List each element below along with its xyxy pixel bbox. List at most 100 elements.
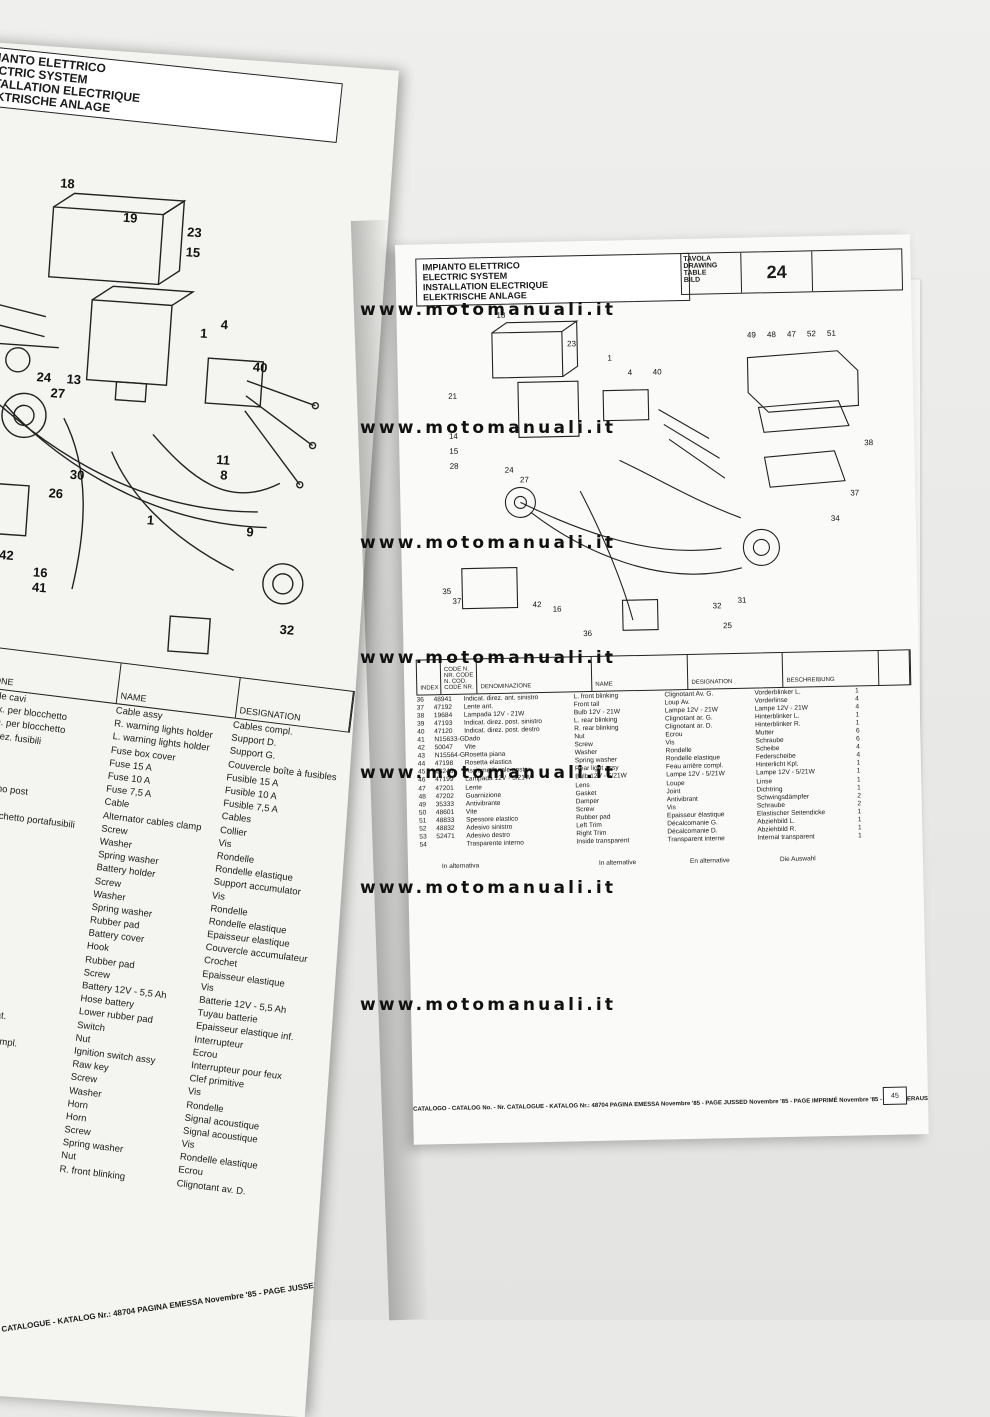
cell-code: 48833	[435, 816, 455, 825]
header-qty	[878, 650, 911, 685]
cell-qty: 1	[855, 719, 860, 727]
alt-it: In alternativa	[441, 862, 480, 870]
cell-designation: Transparent interne	[667, 835, 725, 844]
svg-text:25: 25	[723, 621, 733, 630]
cell-code: 47120	[434, 727, 453, 736]
alt-en: In alternative	[598, 858, 637, 867]
svg-text:1: 1	[607, 353, 612, 362]
svg-text:35: 35	[442, 587, 452, 596]
svg-text:15: 15	[449, 447, 459, 456]
svg-text:47: 47	[787, 330, 797, 339]
svg-text:26: 26	[48, 485, 63, 501]
svg-text:18: 18	[60, 175, 75, 191]
cell-index: 41	[417, 736, 425, 744]
right-page: IMPIANTO ELETTRICO ELECTRIC SYSTEM INSTA…	[395, 234, 929, 1145]
svg-text:34: 34	[831, 514, 841, 523]
cell-qty: 1	[857, 816, 862, 824]
cell-code: 47193	[433, 719, 453, 728]
cell-code: 50047	[434, 744, 453, 752]
svg-text:4: 4	[220, 317, 229, 333]
svg-text:52: 52	[807, 329, 817, 338]
watermark-text: www.motomanuali.it	[360, 763, 617, 783]
svg-text:24: 24	[36, 369, 52, 385]
cell-code: 48941	[433, 695, 452, 703]
svg-text:27: 27	[520, 475, 530, 484]
svg-text:23: 23	[567, 339, 577, 348]
cell-code: 52471	[436, 833, 455, 841]
cell-index: 38	[416, 712, 425, 720]
svg-text:37: 37	[452, 597, 462, 606]
cell-qty: 2	[857, 800, 862, 808]
cell-code: 47201	[435, 784, 454, 792]
cell-denominazione: Trasparente interno	[466, 839, 524, 848]
cell-qty: 1	[856, 767, 861, 775]
svg-text:14: 14	[449, 432, 459, 441]
svg-text:8: 8	[220, 467, 228, 482]
right-page-title: IMPIANTO ELETTRICO ELECTRIC SYSTEM INSTA…	[415, 252, 691, 307]
left-parts-table: DENOMINAZIONE NAME DESIGNATION Gruppo pr…	[0, 639, 355, 1204]
watermark-text: www.motomanuali.it	[360, 418, 617, 438]
svg-text:48: 48	[767, 330, 777, 339]
cell-code: 47202	[435, 792, 454, 800]
svg-text:16: 16	[33, 564, 48, 580]
cell-code: 48601	[435, 808, 455, 817]
watermark-text: www.motomanuali.it	[360, 878, 617, 898]
cell-index: 54	[419, 841, 427, 849]
cell-code: 19684	[433, 711, 453, 720]
cell-index: 43	[417, 752, 426, 760]
alternative-row: In alternativa In alternative En alterna…	[420, 853, 915, 870]
cell-qty: 4	[856, 743, 861, 751]
svg-text:11: 11	[216, 452, 231, 468]
svg-text:30: 30	[69, 467, 84, 483]
left-page: IMPIANTO ELETTRICO ELECTRIC SYSTEM INSTA…	[0, 40, 399, 1417]
watermark-text: www.motomanuali.it	[360, 648, 617, 668]
svg-text:40: 40	[252, 359, 267, 375]
right-parts-table: Index Code N. Nr. Code N. Cod. Code Nr. …	[415, 649, 915, 870]
svg-text:28: 28	[450, 462, 460, 471]
cell-index: 48	[418, 793, 426, 801]
cell-code: 35333	[435, 800, 455, 809]
cell-code: 47192	[433, 703, 453, 711]
svg-text:27: 27	[50, 385, 65, 401]
cell-qty: 4	[855, 695, 860, 703]
watermark-text: www.motomanuali.it	[360, 533, 617, 553]
cell-qty: 1	[858, 832, 862, 840]
cell-name: Inside transparent	[576, 837, 630, 846]
cell-index: 47	[418, 785, 426, 793]
svg-text:37: 37	[850, 488, 860, 497]
svg-text:41: 41	[32, 579, 47, 595]
tavola-label: BILD	[683, 276, 701, 284]
svg-text:1: 1	[200, 325, 208, 340]
svg-text:4: 4	[628, 368, 633, 377]
drawing-extra	[812, 249, 902, 291]
svg-text:38: 38	[864, 438, 874, 447]
cell-qty: 1	[857, 808, 862, 816]
svg-text:13: 13	[66, 371, 81, 387]
svg-text:19: 19	[123, 210, 138, 226]
cell-code	[437, 844, 467, 845]
cell-qty: 4	[856, 751, 861, 759]
watermark-text: www.motomanuali.it	[360, 300, 617, 320]
cell-index: 50	[418, 809, 427, 817]
svg-text:16: 16	[553, 605, 563, 614]
cell-index: 40	[417, 728, 425, 736]
svg-text:15: 15	[185, 244, 200, 260]
cell-index: 53	[419, 833, 427, 841]
cell-index: 42	[417, 744, 425, 752]
cell-qty: 1	[855, 711, 860, 719]
cell-index: 49	[418, 801, 427, 809]
svg-text:23: 23	[187, 224, 202, 240]
svg-text:18: 18	[496, 311, 506, 320]
cell-code: N15633-G22	[434, 735, 465, 744]
page-number: 45	[882, 1086, 908, 1105]
cell-index: 52	[419, 825, 427, 833]
cell-index: 39	[416, 720, 425, 728]
svg-text:21: 21	[448, 392, 458, 401]
watermark-text: www.motomanuali.it	[360, 995, 617, 1015]
svg-text:24: 24	[505, 466, 515, 475]
cell-index: 51	[418, 817, 427, 825]
svg-text:32: 32	[279, 622, 294, 638]
svg-text:40: 40	[653, 367, 663, 376]
